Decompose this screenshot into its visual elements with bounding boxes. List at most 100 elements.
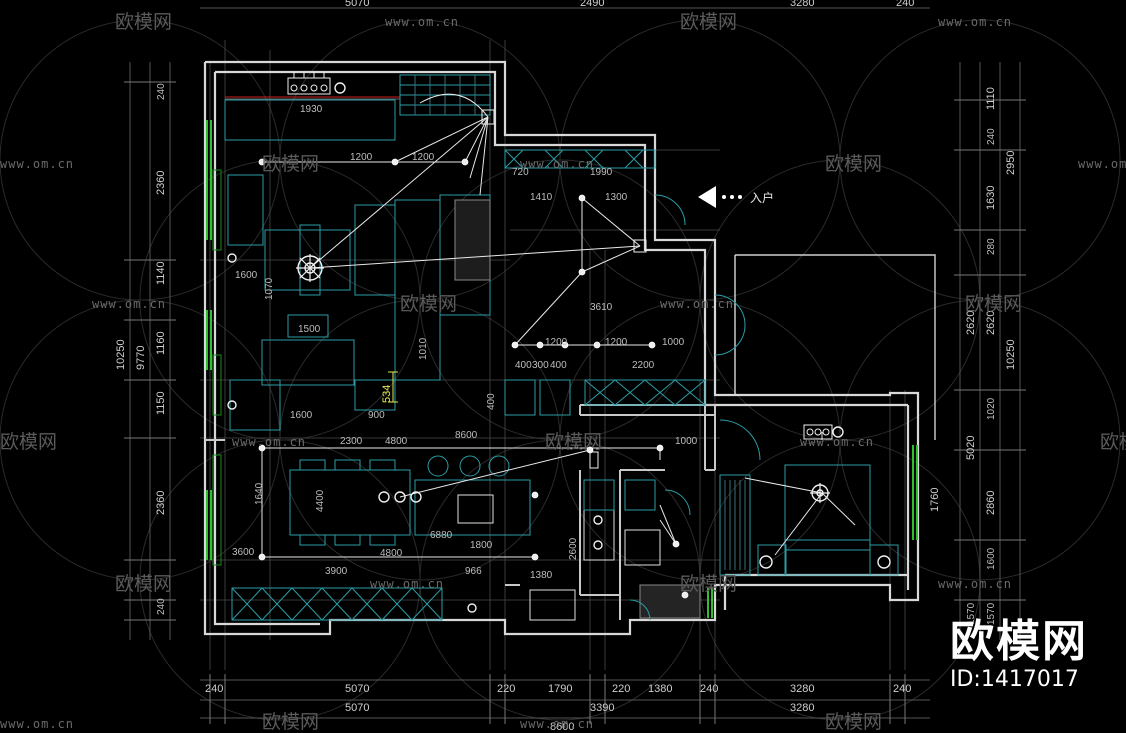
svg-text:220: 220 [497,683,515,695]
svg-text:240: 240 [700,683,718,695]
svg-text:6880: 6880 [430,530,453,541]
left-dims: 10250 9770 2360 1140 1160 1150 2360 240 … [115,83,167,615]
svg-text:www.om.cn: www.om.cn [370,577,444,591]
svg-text:300: 300 [532,360,549,371]
svg-text:2620: 2620 [985,311,997,335]
svg-text:10250: 10250 [115,339,127,370]
svg-text:240: 240 [893,683,911,695]
svg-text:2360: 2360 [155,171,167,195]
svg-text:1020: 1020 [986,397,997,420]
svg-text:欧模网: 欧模网 [680,573,737,595]
svg-text:www.om.cn: www.om.cn [520,717,594,731]
svg-text:1790: 1790 [548,683,572,695]
svg-text:240: 240 [986,128,997,145]
svg-text:1000: 1000 [662,337,685,348]
svg-text:www.om.cn: www.om.cn [0,717,74,731]
svg-text:www.om.cn: www.om.cn [660,297,734,311]
svg-text:1800: 1800 [470,540,493,551]
svg-text:2200: 2200 [632,360,655,371]
top-dims: 5070 2490 3280 240 [345,0,914,9]
svg-text:欧模网: 欧模网 [1100,431,1126,453]
svg-text:欧模网: 欧模网 [115,573,172,595]
brand-watermark: 欧模网 ID:1417017 [950,618,1088,694]
dimension-lines [124,7,1026,724]
svg-text:10250: 10250 [1005,339,1017,370]
svg-text:8600: 8600 [550,721,574,733]
svg-text:2490: 2490 [580,0,604,9]
svg-text:240: 240 [896,0,914,9]
svg-text:1300: 1300 [605,192,628,203]
svg-text:3390: 3390 [590,702,614,714]
svg-text:3280: 3280 [790,683,814,695]
svg-text:1160: 1160 [155,331,167,355]
windows [206,120,918,618]
wiring [261,93,856,558]
svg-text:1570: 1570 [966,602,977,625]
svg-text:9770: 9770 [135,346,147,370]
svg-text:1000: 1000 [675,436,698,447]
svg-text:2300: 2300 [340,436,363,447]
svg-text:1600: 1600 [235,270,258,281]
svg-text:4400: 4400 [315,489,326,512]
furniture [224,74,899,621]
svg-text:www.om.cn: www.om.cn [92,297,166,311]
svg-text:240: 240 [205,683,223,695]
svg-text:400: 400 [486,393,497,410]
svg-text:www.om.cn: www.om.cn [0,157,74,171]
svg-text:www.om.cn: www.om.cn [938,577,1012,591]
svg-text:4800: 4800 [385,436,408,447]
svg-text:1200: 1200 [545,337,568,348]
svg-text:欧模网: 欧模网 [0,431,57,453]
svg-text:www.om.cn: www.om.cn [385,15,459,29]
svg-text:www.om.cn: www.om.cn [1078,157,1126,171]
svg-text:3280: 3280 [790,702,814,714]
svg-text:欧模网: 欧模网 [965,293,1022,315]
bottom-dims: 240 5070 220 1790 220 1380 240 3280 240 … [205,683,911,733]
svg-text:5070: 5070 [345,702,369,714]
svg-text:1760: 1760 [929,488,941,512]
model-id: ID:1417017 [950,667,1079,692]
svg-text:966: 966 [465,566,482,577]
svg-text:1570: 1570 [986,602,997,625]
svg-text:欧模网: 欧模网 [680,11,737,33]
svg-text:欧模网: 欧模网 [400,293,457,315]
svg-text:1380: 1380 [530,570,553,581]
svg-text:1010: 1010 [418,337,429,360]
svg-text:1200: 1200 [412,152,435,163]
svg-text:1110: 1110 [985,87,997,110]
exterior-walls [203,60,936,636]
svg-text:8600: 8600 [455,430,478,441]
svg-text:3900: 3900 [325,566,348,577]
svg-text:2860: 2860 [985,491,997,515]
svg-text:欧模网: 欧模网 [262,711,319,733]
watermarks: 欧模网 www.om.cn 欧模网 www.om.cn www.om.cn 欧模… [0,11,1126,733]
svg-text:2360: 2360 [155,491,167,515]
svg-text:1140: 1140 [155,261,167,285]
svg-text:欧模网: 欧模网 [115,11,172,33]
svg-text:3280: 3280 [790,0,814,9]
svg-text:1500: 1500 [298,324,321,335]
svg-text:2950: 2950 [1005,151,1017,175]
svg-text:1410: 1410 [530,192,553,203]
svg-text:2620: 2620 [965,311,977,335]
svg-text:1990: 1990 [590,167,613,178]
svg-text:1070: 1070 [264,277,275,300]
svg-text:www.om.cn: www.om.cn [800,435,874,449]
interior-dims: 1930 1200 1200 720 1990 1410 1300 1500 1… [232,104,698,581]
right-dims: 10250 1110 240 2950 1630 280 2620 2620 1… [929,87,1017,625]
svg-text:240: 240 [156,83,167,100]
svg-text:220: 220 [612,683,630,695]
brand-name: 欧模网 [950,616,1088,667]
svg-text:5020: 5020 [965,436,977,460]
svg-text:欧模网: 欧模网 [262,153,319,175]
svg-text:5070: 5070 [345,0,369,9]
entrance-label: 入户 [750,190,774,205]
svg-text:www.om.cn: www.om.cn [520,157,594,171]
svg-text:2600: 2600 [568,537,579,560]
yellow-dim-label: 534 [381,385,393,403]
svg-text:400: 400 [515,360,532,371]
svg-text:欧模网: 欧模网 [825,153,882,175]
svg-text:720: 720 [512,167,529,178]
svg-text:1150: 1150 [155,391,167,415]
